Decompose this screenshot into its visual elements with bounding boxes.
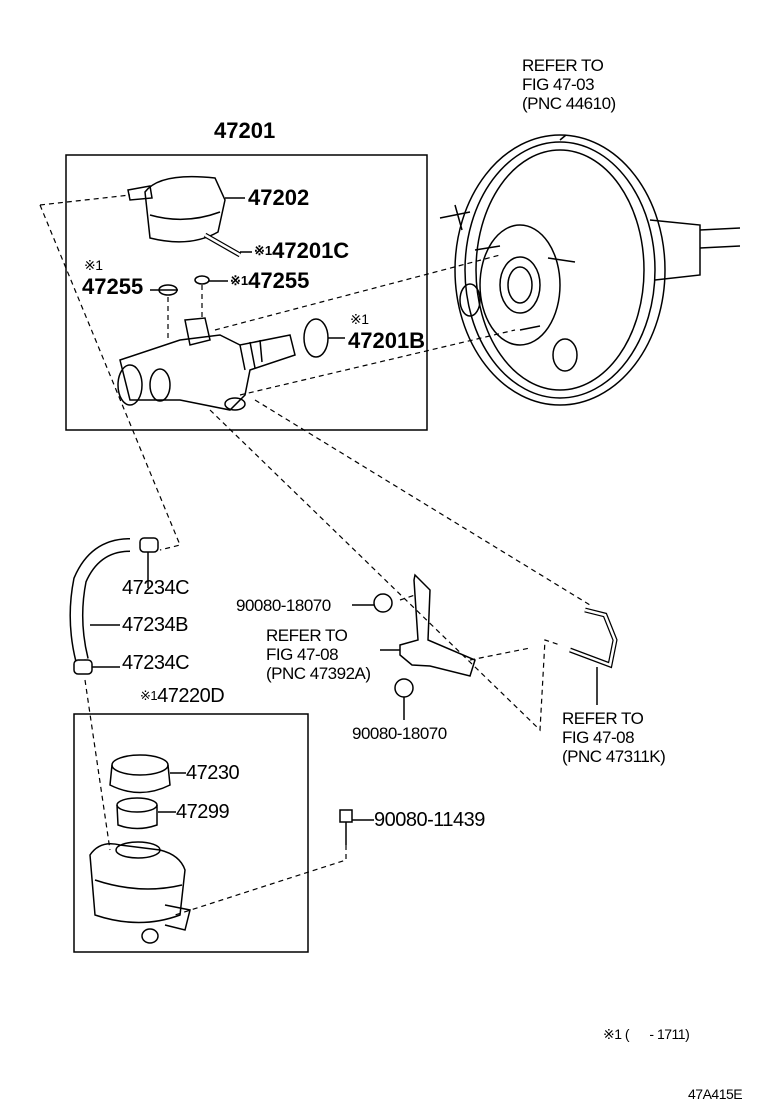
figure-code: 47A415E bbox=[688, 1086, 743, 1102]
part-47234C-upper[interactable]: 47234C bbox=[122, 577, 190, 599]
part-47230[interactable]: 47230 bbox=[186, 762, 240, 784]
part-47234C-lower[interactable]: 47234C bbox=[122, 652, 190, 674]
refer-figure-link[interactable]: FIG 47-08 bbox=[562, 728, 635, 747]
part-47299[interactable]: 47299 bbox=[176, 801, 230, 823]
footnote: ※1 ( - 1711) bbox=[603, 1026, 690, 1042]
part-90080-18070-lower[interactable]: 90080-18070 bbox=[352, 724, 447, 743]
master-cylinder-box bbox=[65, 154, 428, 431]
footnote-range: ( - 1711) bbox=[624, 1026, 690, 1042]
reservoir-box bbox=[73, 713, 309, 953]
note-mark: ※1 bbox=[350, 311, 369, 327]
reservoir-assy bbox=[89, 754, 191, 944]
brake-booster bbox=[439, 134, 741, 406]
note-mark: ※1 bbox=[140, 688, 158, 703]
master-cylinder bbox=[117, 317, 296, 411]
part-47201C[interactable]: ※147201C bbox=[254, 240, 349, 262]
part-number: 47255 bbox=[248, 268, 310, 293]
bracket bbox=[399, 573, 476, 677]
refer-booster: REFER TO FIG 47-03 (PNC 44610) bbox=[522, 56, 616, 113]
refer-figure-link[interactable]: FIG 47-03 bbox=[522, 75, 595, 94]
part-47234B[interactable]: 47234B bbox=[122, 614, 188, 636]
note-mark: ※1 bbox=[84, 257, 103, 273]
refer-tube: REFER TO FIG 47-08 (PNC 47311K) bbox=[562, 709, 666, 766]
part-47201B[interactable]: 47201B bbox=[348, 328, 426, 353]
refer-line: REFER TO bbox=[266, 626, 348, 645]
oring-47201B bbox=[303, 318, 329, 358]
note-mark: ※1 bbox=[230, 273, 249, 288]
part-47202[interactable]: 47202 bbox=[248, 185, 310, 210]
reservoir-47202 bbox=[127, 175, 242, 258]
refer-pnc: (PNC 47392A) bbox=[266, 664, 371, 683]
part-number: 47220D bbox=[157, 685, 225, 707]
refer-figure-link[interactable]: FIG 47-08 bbox=[266, 645, 339, 664]
note-mark: ※1 bbox=[254, 243, 273, 258]
part-number: 47201C bbox=[272, 238, 350, 263]
refer-bracket: REFER TO FIG 47-08 (PNC 47392A) bbox=[266, 626, 371, 683]
part-47255-left[interactable]: 47255 bbox=[82, 274, 144, 299]
part-90080-18070-upper[interactable]: 90080-18070 bbox=[236, 596, 331, 615]
part-47220D[interactable]: ※147220D bbox=[140, 685, 225, 707]
brake-tube bbox=[569, 607, 618, 669]
bolt bbox=[339, 809, 353, 845]
refer-pnc: (PNC 47311K) bbox=[562, 747, 666, 766]
refer-line: REFER TO bbox=[562, 709, 644, 728]
footnote-mark: ※1 bbox=[603, 1026, 622, 1042]
refer-line: REFER TO bbox=[522, 56, 604, 75]
refer-pnc: (PNC 44610) bbox=[522, 94, 616, 113]
part-47255-right[interactable]: ※147255 bbox=[230, 270, 309, 292]
part-90080-11439[interactable]: 90080-11439 bbox=[374, 809, 485, 831]
part-47201[interactable]: 47201 bbox=[214, 118, 276, 143]
